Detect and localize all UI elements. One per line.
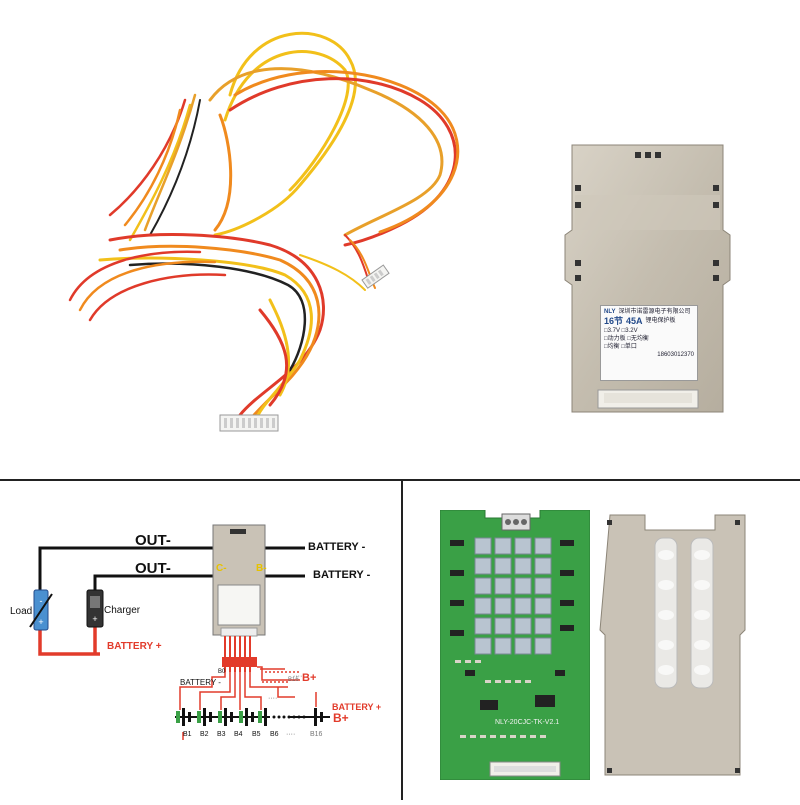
label-battery-minus-bottom: BATTERY - [313, 569, 371, 581]
label-b-minus: B- [256, 563, 267, 574]
label-b-plus-right: B+ [333, 711, 349, 725]
label-b16-bottom: B16 [310, 731, 323, 738]
horizontal-divider [0, 479, 800, 481]
svg-text:-: - [40, 596, 43, 606]
label-cell-b6: B6 [270, 731, 279, 738]
bms-series: 16节 [604, 316, 624, 326]
label-dots-top: ····· [293, 673, 305, 680]
label-c-minus: C- [216, 563, 227, 574]
svg-text:+: + [92, 614, 97, 624]
label-load: Load [10, 606, 32, 617]
label-b-plus-top: B+ [302, 672, 316, 684]
label-battery-minus-top: BATTERY - [308, 541, 366, 553]
vertical-divider [401, 481, 403, 800]
bms-case-photo: NLY 深圳市诺雷源电子有限公司 16节 45A 锂电保护板 □3.7V □3.… [560, 140, 735, 420]
wiring-diagram: - + + [0, 482, 400, 800]
label-b16-top: B16 [288, 677, 299, 683]
label-out-top: OUT- [135, 532, 171, 549]
wire-harness-photo [0, 0, 480, 470]
label-dots-bottom: ···· [268, 695, 277, 702]
bms-label-sticker: NLY 深圳市诺雷源电子有限公司 16节 45A 锂电保护板 □3.7V □3.… [600, 305, 698, 381]
large-connector [219, 414, 279, 432]
svg-text:+: + [38, 617, 43, 627]
pcb-model-label: NLY-20CJC-TK-V2.1 [495, 719, 559, 726]
heatsink-photo [595, 510, 755, 780]
bms-company: 深圳市诺雷源电子有限公司 [618, 309, 691, 315]
label-charger: Charger [104, 605, 141, 616]
label-battery-plus-left: BATTERY + [107, 641, 162, 652]
bms-row3: □均衡 □单口 [604, 344, 637, 350]
label-out-bottom: OUT- [135, 560, 171, 577]
pcb-photo: NLY-20CJC-TK-V2.1 [439, 509, 591, 781]
label-b0: B0 [218, 669, 226, 675]
bms-row1: □3.7V □3.2V [604, 328, 638, 334]
bms-product: 锂电保护板 [645, 318, 676, 324]
label-cell-b3: B3 [217, 731, 226, 738]
bms-row2: □动力板 □无均衡 [604, 336, 649, 342]
label-battery-minus-string: BATTERY - [180, 678, 221, 687]
label-battery-plus-right: BATTERY + [332, 702, 381, 712]
bms-phone: 18603012370 [657, 352, 694, 358]
label-cell-b4: B4 [234, 731, 243, 738]
bms-current: 45A [626, 316, 643, 326]
label-cell-dots: ···· [286, 731, 295, 738]
bms-brand: NLY [604, 309, 616, 315]
label-cell-b1: B1 [183, 731, 192, 738]
label-cell-b5: B5 [252, 731, 261, 738]
small-connector [361, 264, 390, 289]
label-cell-b2: B2 [200, 731, 209, 738]
